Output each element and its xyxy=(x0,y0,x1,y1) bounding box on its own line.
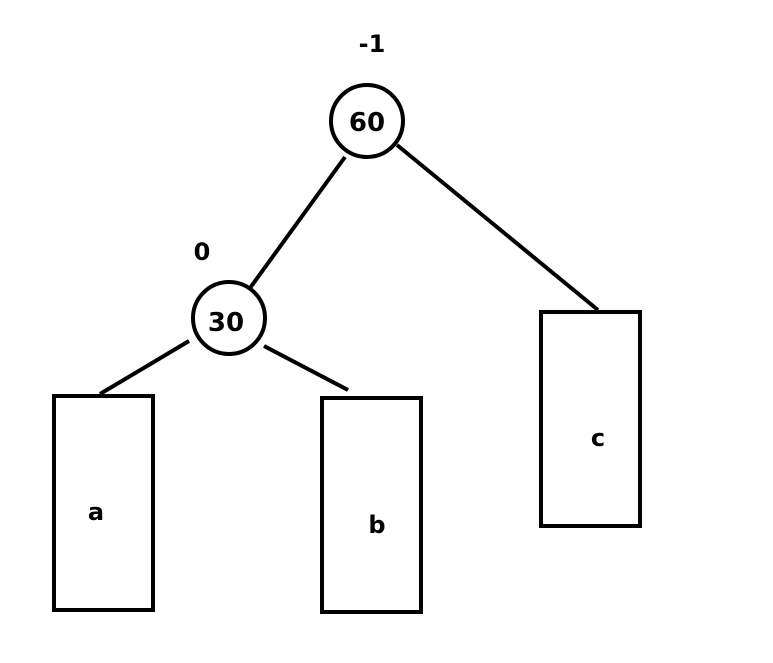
node-60-balance-factor: -1 xyxy=(359,30,386,58)
subtree-c-box xyxy=(539,310,642,528)
node-30-value: 30 xyxy=(208,308,244,338)
subtree-c-label: c xyxy=(591,424,605,452)
subtree-a: a xyxy=(52,394,155,612)
edge-60-30 xyxy=(248,155,347,290)
node-60-circle xyxy=(329,83,405,159)
node-60: 60 -1 xyxy=(329,30,405,159)
subtree-c: c xyxy=(539,310,642,528)
subtree-a-box xyxy=(52,394,155,612)
subtree-a-label: a xyxy=(88,498,104,526)
edge-30-a xyxy=(98,339,191,396)
subtree-b-label: b xyxy=(368,511,385,539)
edge-30-b xyxy=(263,344,349,392)
subtree-b-box xyxy=(320,396,423,614)
node-30-balance-factor: 0 xyxy=(194,238,211,266)
edge-60-c xyxy=(395,143,600,312)
node-30: 30 0 xyxy=(191,238,267,356)
node-30-circle xyxy=(191,280,267,356)
node-60-value: 60 xyxy=(349,108,385,138)
subtree-b: b xyxy=(320,396,423,614)
